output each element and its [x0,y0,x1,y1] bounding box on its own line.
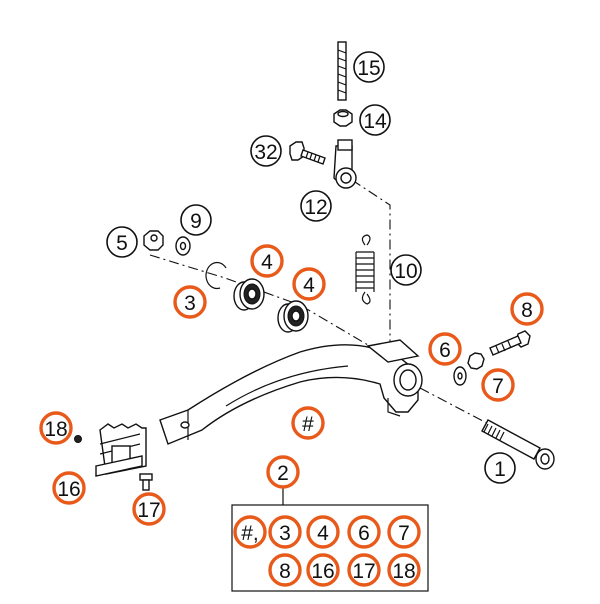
part-bearing-upper [233,278,265,311]
part-circlip [205,261,227,290]
part-nut-6 [467,352,485,370]
callout-4-upper: 4 [250,244,284,278]
part-clevis [333,139,357,189]
callout-12-label: 12 [304,196,327,219]
callout-14: 14 [359,104,391,136]
kit-item-label: 3 [279,522,291,545]
kit-item-label: 18 [392,560,415,583]
part-screw-17 [139,473,153,491]
callout-10-label: 10 [394,260,417,283]
callout-17: 17 [132,492,166,526]
callout-3-label: 3 [184,292,196,315]
assembly-line-upper [351,179,391,345]
callout-2: 2 [266,455,300,489]
callout-14-label: 14 [363,110,387,133]
part-shaft [481,419,555,470]
callout-6: 6 [428,332,462,366]
part-bolt-32 [289,141,326,165]
kit-item: 17 [347,553,381,587]
callout-5-label: 5 [116,232,128,255]
callout-32-label: 32 [254,141,277,164]
part-washer-7 [453,366,467,386]
kit-item: 3 [268,515,302,549]
kit-item-label: 6 [358,522,370,545]
callout-9: 9 [180,204,212,236]
callout-15-label: 15 [357,57,380,80]
kit-item-label: 7 [398,522,410,545]
callout-16-label: 16 [57,478,80,501]
part-kick-lever [159,339,423,445]
callout-2-label: 2 [277,462,289,485]
callout-12: 12 [300,190,332,222]
callout-4-lower-label: 4 [303,274,315,297]
callout-4-upper-label: 4 [261,251,273,274]
part-kick-pedal [95,423,147,477]
callout-7: 7 [481,368,515,402]
kit-item-label: 16 [311,560,334,583]
kit-item-label: 17 [352,560,375,583]
callout-hash: # [291,406,325,440]
callout-17-label: 17 [137,499,160,522]
kit-item: 8 [268,553,302,587]
callout-16: 16 [52,471,86,505]
part-adjusting-screw [337,41,347,101]
callout-1-label: 1 [494,458,506,481]
kit-item: 18 [387,553,421,587]
callout-18-label: 18 [44,418,67,441]
callout-18: 18 [39,411,73,445]
kit-item: 16 [306,553,340,587]
callout-5: 5 [106,226,138,258]
callout-8-label: 8 [521,299,533,322]
kit-item: 6 [347,515,381,549]
callout-15: 15 [353,51,385,83]
kit-item-label: 4 [317,522,329,545]
assembly-line-axle [149,254,386,356]
part-detent-ball [74,435,82,443]
callout-3: 3 [173,285,207,319]
callout-10: 10 [390,254,422,286]
part-nut-14 [333,109,353,127]
part-bearing-lower [277,300,309,333]
callout-9-label: 9 [190,210,202,233]
part-nut-5 [143,230,164,251]
callout-8: 8 [510,292,544,326]
callout-6-label: 6 [439,339,451,362]
part-bolt-8 [489,330,531,356]
kit-item: 7 [387,515,421,549]
kit-item: #, [233,515,267,549]
part-washer-9 [175,236,191,256]
callout-32: 32 [250,135,282,167]
kit-item: 4 [306,515,340,549]
kit-contents-box: #, 3 4 6 7 8 16 17 [233,515,421,587]
callout-4-lower: 4 [292,267,326,301]
callout-7-label: 7 [492,375,504,398]
callout-1: 1 [484,452,516,484]
part-spring [355,234,375,305]
kit-item-label: 8 [279,560,291,583]
kit-item-label: #, [241,522,259,545]
callout-hash-label: # [302,413,314,436]
